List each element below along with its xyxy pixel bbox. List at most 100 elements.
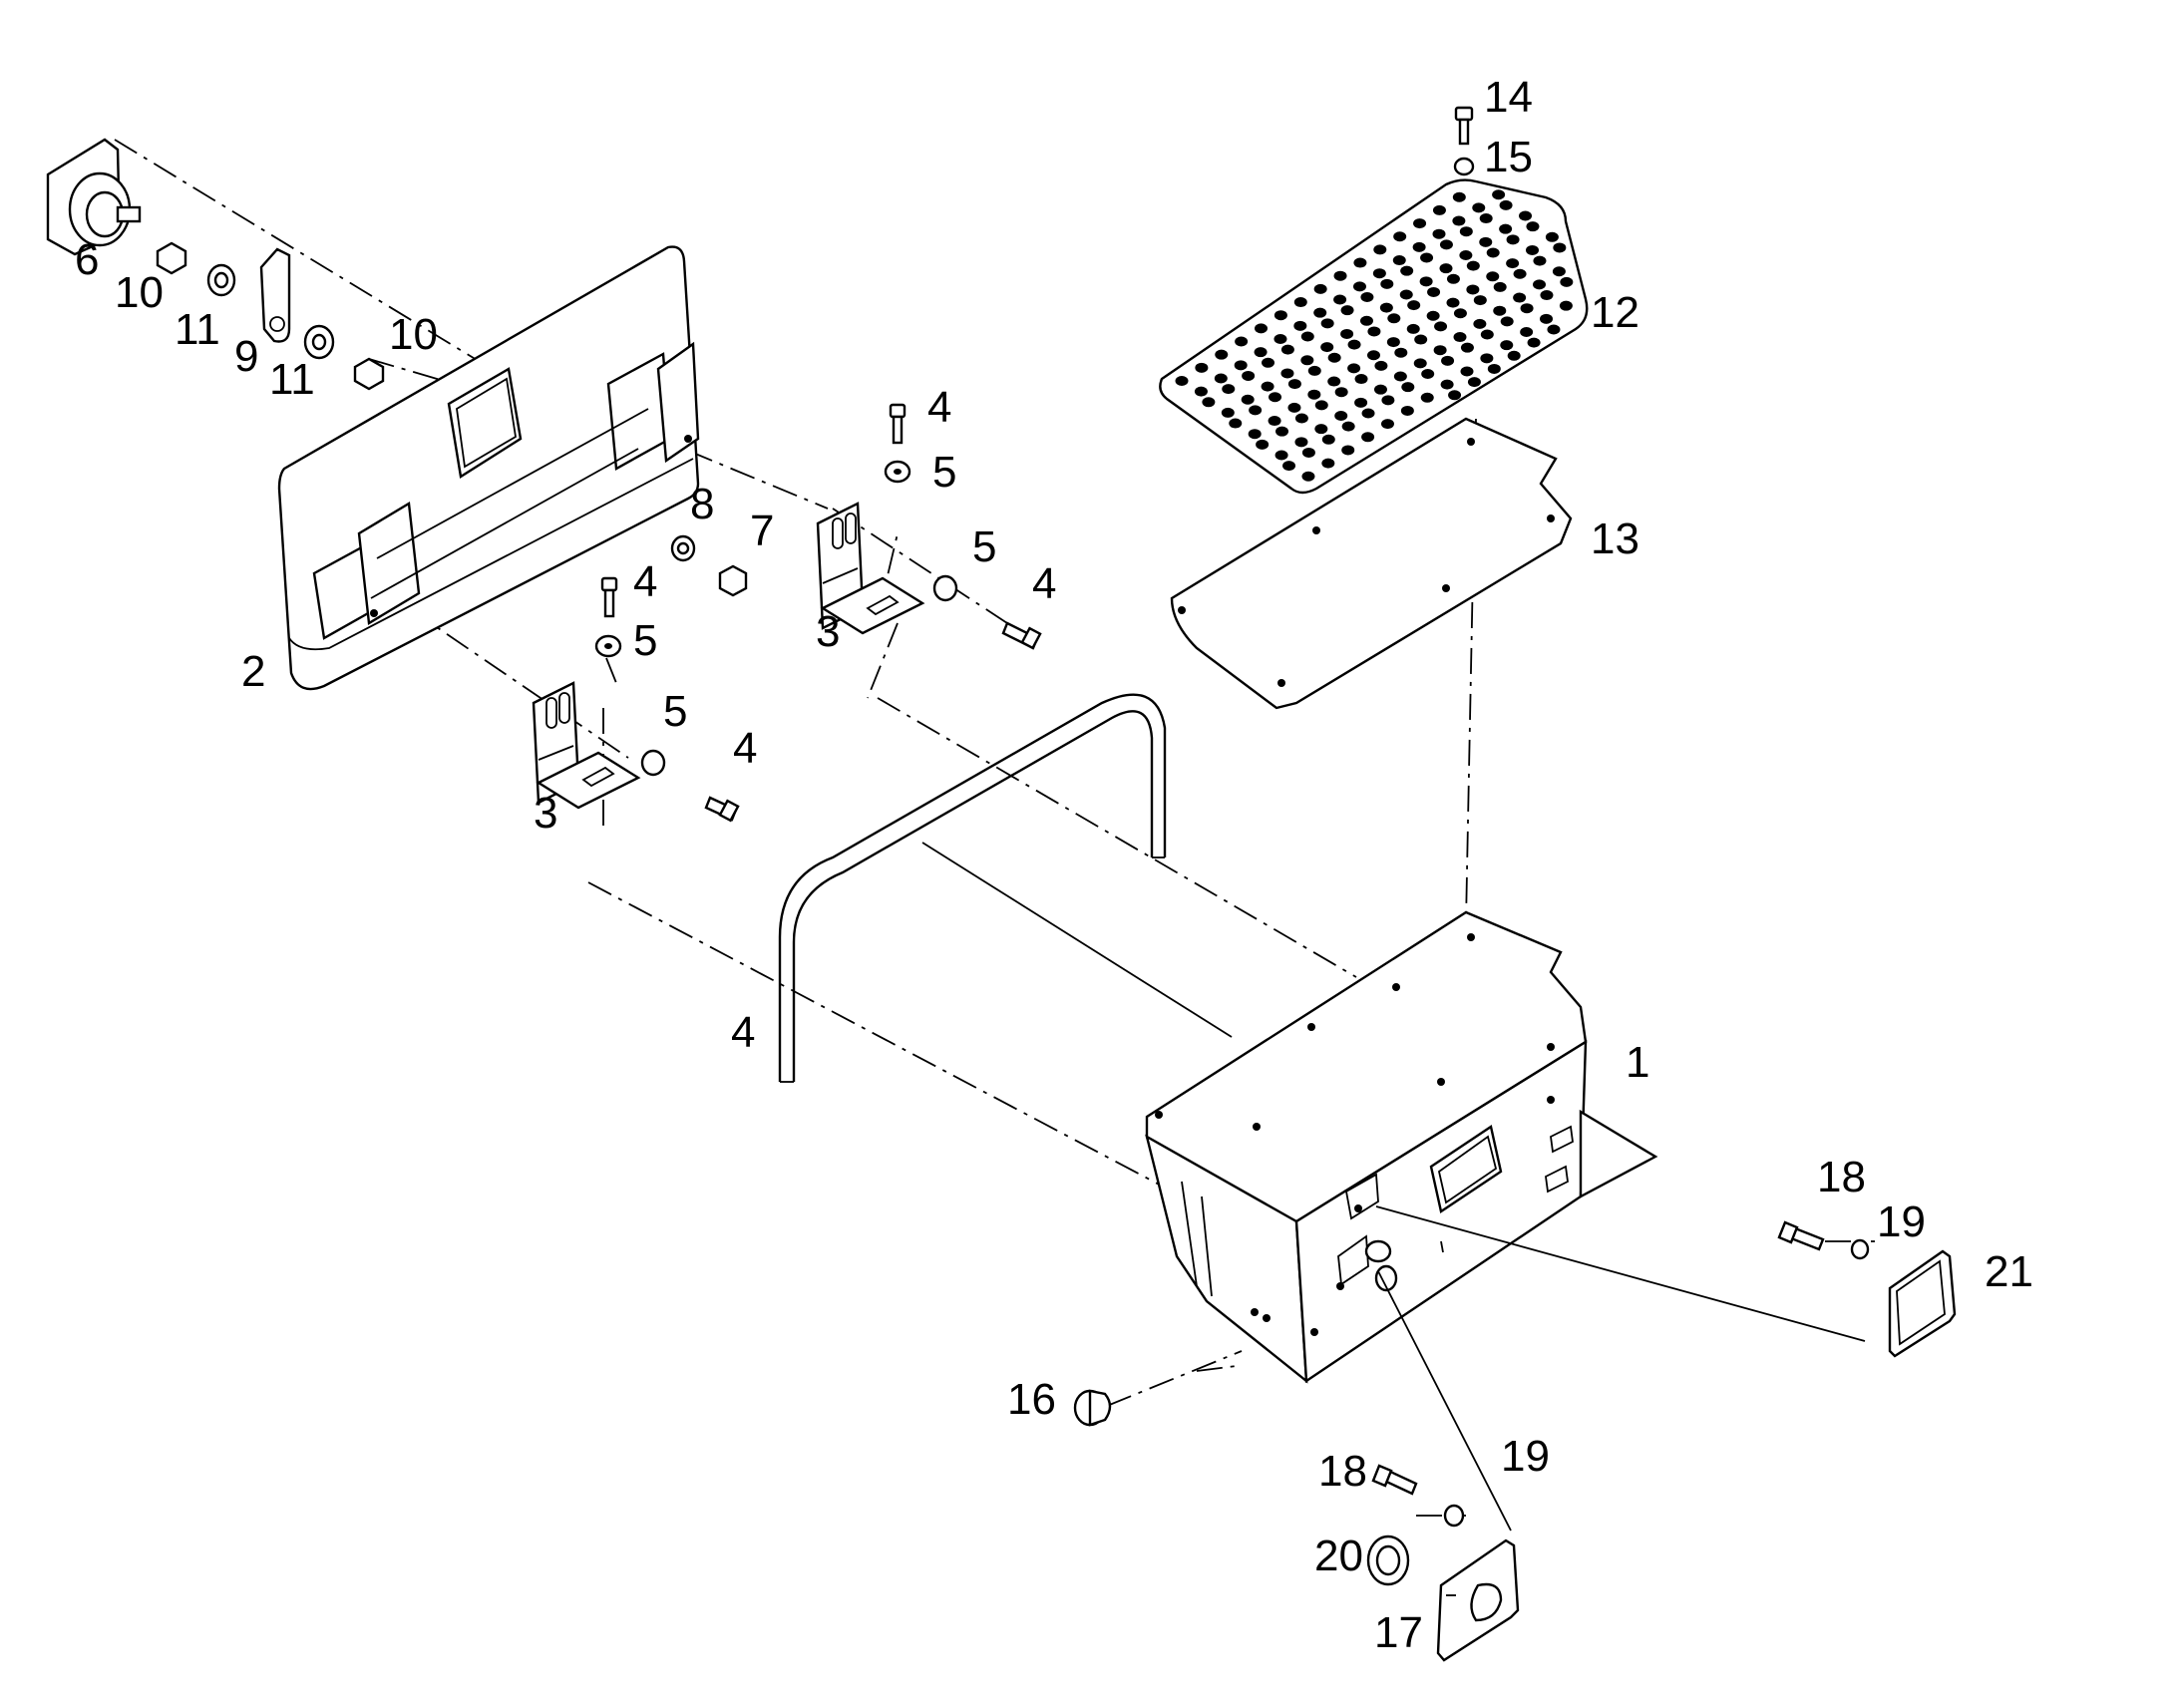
callout-3-upper: 3 — [816, 607, 840, 656]
perforation-hole — [1519, 210, 1533, 221]
part-4-bolt-b — [1001, 621, 1042, 650]
perforation-hole — [1380, 419, 1394, 430]
callout-14: 14 — [1484, 73, 1533, 122]
perforation-hole — [1559, 300, 1573, 311]
part-11-washer-lower — [303, 324, 335, 360]
perforation-hole — [1255, 323, 1269, 334]
perforation-hole — [1499, 223, 1513, 234]
perforation-hole — [1248, 429, 1262, 440]
perforation-hole — [1354, 374, 1368, 385]
perforation-hole — [1499, 199, 1513, 210]
perforation-hole — [1374, 360, 1388, 371]
perforation-hole — [1321, 458, 1335, 469]
perforation-hole — [1479, 236, 1493, 247]
perforation-hole — [1452, 191, 1466, 202]
perforation-hole — [1359, 315, 1373, 326]
perforation-hole — [1347, 339, 1361, 350]
callout-18-right: 18 — [1817, 1153, 1866, 1201]
callout-3-lower: 3 — [534, 789, 557, 838]
perforation-hole — [1459, 226, 1473, 237]
perforation-hole — [1294, 413, 1308, 424]
perforation-hole — [1234, 360, 1248, 371]
perforation-hole — [1427, 286, 1441, 297]
part-18-bolt-right — [1777, 1220, 1825, 1251]
perforation-hole — [1472, 202, 1486, 213]
perforation-hole — [1394, 347, 1408, 358]
callout-2: 2 — [241, 647, 265, 696]
perforation-hole — [1321, 434, 1335, 445]
perforation-hole — [1480, 329, 1494, 340]
perforation-hole — [1399, 289, 1413, 300]
perforation-hole — [1413, 358, 1427, 369]
perforation-hole — [1466, 284, 1480, 295]
part-5-washer-b — [932, 574, 958, 602]
perforation-hole — [1387, 313, 1401, 324]
part-16-plug — [1073, 1389, 1112, 1427]
perforation-hole — [1354, 397, 1368, 408]
perforation-hole — [1420, 392, 1434, 403]
callout-4-d: 4 — [733, 724, 757, 773]
part-2-back-plate — [277, 245, 700, 691]
perforation-hole — [1373, 384, 1387, 395]
part-14-bolt — [1454, 106, 1474, 146]
perforation-hole — [1413, 218, 1427, 229]
perforation-hole — [1366, 350, 1380, 361]
perforation-hole — [1327, 352, 1341, 363]
perforation-hole — [1473, 295, 1487, 306]
perforation-hole — [1406, 323, 1420, 334]
assembly-centerlines — [114, 139, 1875, 1517]
perforation-hole — [1287, 402, 1301, 413]
perforation-hole — [1459, 250, 1473, 260]
perforation-hole — [1480, 353, 1494, 364]
perforation-hole — [1553, 242, 1567, 253]
callout-9: 9 — [234, 332, 258, 381]
perforation-hole — [1352, 281, 1366, 292]
part-4-bolt-c — [600, 576, 618, 618]
callout-10-upper: 10 — [115, 268, 164, 317]
perforation-hole — [1313, 307, 1327, 318]
callout-labels: 1 2 3 3 4 4 4 4 4 5 5 5 5 6 7 8 9 10 10 … — [75, 73, 2033, 1657]
perforation-hole — [1513, 292, 1527, 303]
perforation-hole — [1552, 266, 1566, 277]
perforation-hole — [1460, 342, 1474, 353]
perforation-hole — [1242, 370, 1256, 381]
part-21-cover-plate — [1888, 1249, 1957, 1358]
perforation-hole — [1479, 213, 1493, 224]
perforation-hole — [1527, 337, 1541, 348]
perforation-hole — [1273, 334, 1287, 344]
perforation-hole — [1333, 294, 1347, 305]
perforation-hole — [1307, 389, 1321, 400]
perforation-hole — [1500, 340, 1514, 351]
perforation-hole — [1453, 308, 1467, 319]
perforation-hole — [1493, 305, 1507, 316]
callout-5-b: 5 — [972, 522, 996, 571]
perforation-hole — [1407, 300, 1421, 311]
part-20-grommet — [1366, 1535, 1410, 1586]
part-3-hinge-lower — [532, 681, 641, 810]
perforation-hole — [1560, 276, 1574, 287]
perforation-hole — [1492, 189, 1506, 200]
perforation-hole — [1452, 215, 1466, 226]
perforation-hole — [1334, 387, 1348, 398]
perforation-hole — [1293, 320, 1307, 331]
perforation-hole — [1513, 268, 1527, 279]
perforation-hole — [1301, 471, 1315, 482]
callout-1: 1 — [1626, 1038, 1649, 1087]
part-15-washer — [1453, 157, 1475, 176]
perforation-hole — [1493, 281, 1507, 292]
callout-5-d: 5 — [663, 687, 687, 736]
callout-5-a: 5 — [932, 448, 956, 497]
perforation-hole — [1300, 331, 1314, 342]
perforation-hole — [1400, 405, 1414, 416]
part-13-plate — [1170, 417, 1573, 710]
perforation-hole — [1254, 347, 1268, 358]
callout-7: 7 — [750, 507, 774, 555]
part-17-access-plate — [1436, 1538, 1520, 1662]
perforation-hole — [1467, 377, 1481, 388]
perforation-hole — [1520, 327, 1534, 337]
perforation-hole — [1446, 297, 1460, 308]
perforation-hole — [1379, 302, 1393, 313]
perforation-hole — [1202, 397, 1216, 408]
perforation-hole — [1194, 386, 1208, 397]
callout-4-tube: 4 — [731, 1008, 755, 1057]
